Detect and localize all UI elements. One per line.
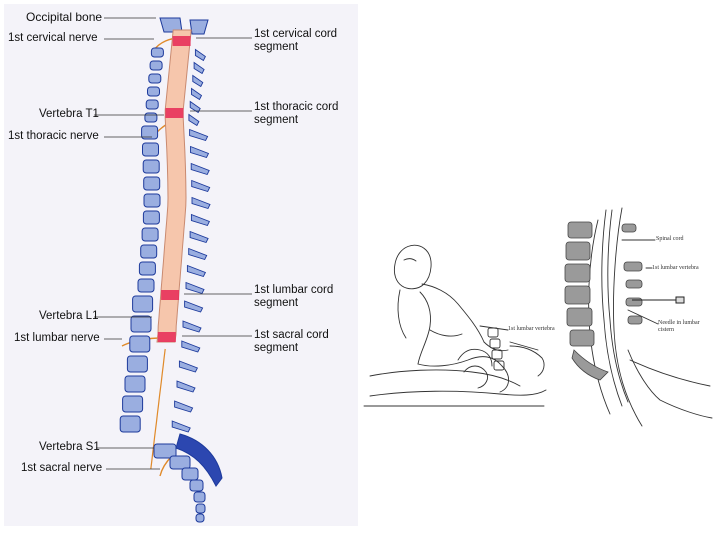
label-first-sacral-cord-segment: 1st sacral cord segment: [254, 329, 329, 354]
vertebra-body: [119, 415, 141, 433]
vertebra-body: [140, 244, 158, 259]
spine-diagram-panel: Occipital bone 1st cervical nerve Verteb…: [4, 4, 358, 526]
label-vertebra-s1: Vertebra S1: [39, 441, 100, 453]
spinous-process: [192, 74, 204, 88]
label-occipital-bone: Occipital bone: [26, 10, 103, 24]
sacrum: [153, 433, 223, 523]
label-first-lumbar-nerve: 1st lumbar nerve: [14, 332, 100, 344]
label-leader-lines: [94, 17, 252, 470]
spinous-process: [186, 264, 207, 278]
label-first-thoracic-cord-segment: 1st thoracic cord segment: [254, 101, 339, 126]
sacral-segment: [153, 443, 177, 459]
cord-segment-thoracic: [165, 108, 184, 118]
spine-cross-section: [588, 207, 713, 427]
vertebra-body: [142, 159, 160, 174]
cord-segment-lumbar: [161, 290, 180, 300]
label-first-lumbar-vertebra-right: 1st lumbar vertebra: [652, 265, 699, 271]
label-needle-in-lumbar-cistern: Needle in lumbar cistern: [658, 320, 700, 333]
vertebral-bodies: [119, 17, 209, 433]
lumbar-puncture-illustration: [363, 207, 713, 427]
spinous-process: [188, 113, 200, 127]
sacral-segment: [189, 479, 204, 492]
label-first-lumbar-cord-segment: 1st lumbar cord segment: [254, 284, 334, 309]
sacral-segment: [181, 467, 199, 481]
spinous-process: [185, 281, 205, 295]
spinous-process: [190, 145, 210, 159]
label-first-cervical-cord-segment: 1st cervical cord segment: [254, 28, 338, 53]
vertebra-body: [143, 193, 161, 208]
spinous-process: [189, 100, 201, 114]
vertebra-body: [124, 375, 146, 393]
spine-illustration: [94, 17, 252, 523]
spinous-process: [178, 360, 199, 373]
needle: [632, 296, 685, 304]
vertebra-body: [142, 210, 160, 225]
spinous-process: [184, 300, 204, 313]
spinous-process: [193, 61, 205, 75]
vertebra-body: [147, 86, 160, 97]
vertebra-body: [142, 142, 159, 157]
label-first-cervical-nerve: 1st cervical nerve: [8, 32, 98, 44]
spinous-process: [189, 230, 209, 244]
vertebra-body: [141, 125, 159, 140]
label-vertebra-t1: Vertebra T1: [39, 108, 99, 120]
vertebra-body: [144, 112, 158, 123]
cord-segment-cervical: [172, 36, 191, 46]
label-vertebra-l1: Vertebra L1: [39, 310, 99, 322]
lumbar-puncture-panel: Spinal cord 1st lumbar vertebra Needle i…: [360, 200, 720, 460]
vertebra-body: [149, 60, 163, 71]
sacrum-posterior: [175, 433, 223, 487]
patient-lumbar-vertebrae: [487, 327, 545, 377]
occipital-bone-posterior: [189, 19, 209, 35]
cord-segment-sacral: [157, 332, 176, 342]
spinous-process: [174, 400, 194, 413]
vertebra-body: [145, 99, 159, 110]
spinous-process: [189, 128, 209, 142]
vertebra-body: [137, 278, 155, 293]
spinous-process: [190, 213, 211, 227]
vertebra-body: [129, 335, 151, 353]
label-first-thoracic-nerve: 1st thoracic nerve: [8, 130, 99, 142]
spinous-process: [190, 162, 210, 176]
section-vertebrae: [564, 221, 643, 381]
vertebra-body: [130, 315, 152, 333]
vertebra-body: [143, 176, 161, 191]
vertebra-body: [141, 227, 159, 242]
vertebra-body: [150, 47, 164, 58]
vertebra-body: [148, 73, 162, 84]
spinous-process: [194, 48, 206, 62]
vertebra-body: [132, 295, 154, 313]
spinous-process: [182, 320, 202, 333]
spinous-process: [191, 179, 211, 193]
spinous-process: [171, 420, 191, 433]
sacral-segment: [195, 503, 206, 514]
patient-figure: [363, 244, 547, 407]
vertebra-body: [138, 261, 156, 276]
spinous-process: [188, 247, 208, 261]
sacral-segment: [169, 455, 191, 470]
spinous-process: [181, 340, 201, 353]
label-spinal-cord: Spinal cord: [656, 236, 684, 242]
label-first-sacral-nerve: 1st sacral nerve: [21, 462, 103, 474]
vertebra-body: [126, 355, 148, 373]
sacral-segment: [193, 491, 206, 503]
spinous-process: [191, 196, 211, 210]
vertebra-body: [122, 395, 144, 413]
cauda-equina: [150, 348, 166, 470]
label-first-lumbar-vertebra-left: 1st lumbar vertebra: [508, 326, 555, 332]
spinous-process: [176, 380, 196, 393]
spinous-processes: [171, 48, 211, 433]
spinal-cord: [150, 29, 192, 470]
sacral-segment: [195, 513, 205, 523]
spinous-process: [191, 87, 203, 101]
